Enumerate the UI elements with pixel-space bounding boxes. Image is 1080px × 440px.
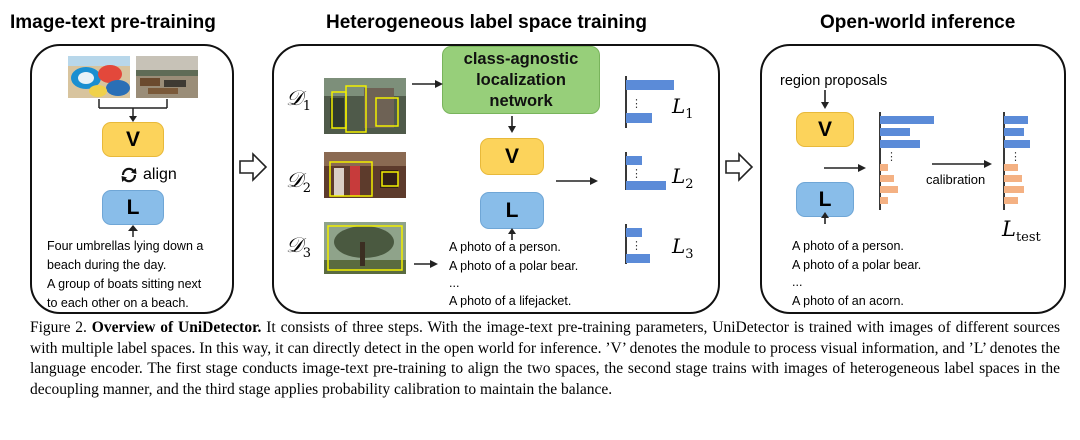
figure-caption: Figure 2. Overview of UniDetector. It co… — [30, 318, 1060, 400]
cln-line-2: localization — [476, 70, 566, 89]
caption-line-3: A group of boats sitting next — [47, 277, 202, 291]
panel3-language-label: L — [818, 187, 832, 211]
stage-arrow-1 — [239, 152, 268, 182]
region-proposals-label: region proposals — [780, 73, 888, 89]
cln-line-3: network — [489, 91, 553, 110]
cln-line-1: class-agnostic — [463, 49, 579, 68]
svg-text:⋮: ⋮ — [631, 97, 642, 110]
dataset-3-label: 𝒟3 — [286, 233, 312, 262]
language-encoder-label: L — [126, 195, 140, 219]
panel2-language-encoder-box: L — [480, 192, 544, 229]
panel2-graphics: ⋮ ⋮ ⋮ — [412, 76, 674, 268]
panel3-frame — [760, 44, 1066, 314]
align-label: align — [143, 166, 177, 183]
panel3-language-encoder-box: L — [796, 182, 854, 217]
panel2-prompt-2: A photo of a polar bear. — [449, 259, 579, 273]
panel3-title: Open-world inference — [820, 12, 1016, 33]
svg-text:⋮: ⋮ — [631, 239, 642, 252]
dataset-3-photo — [324, 222, 406, 274]
dataset-2-label: 𝒟2 — [286, 168, 312, 197]
figure-label: Figure 2. — [30, 319, 87, 336]
panel1-frame — [30, 44, 234, 314]
loss-test-label: Ltest — [1002, 217, 1041, 246]
language-encoder-box: L — [102, 190, 164, 225]
localization-network-box: class-agnostic localization network — [442, 46, 600, 114]
panel3-prompt-1: A photo of a person. — [792, 239, 904, 253]
caption-line-1: Four umbrellas lying down a — [47, 239, 204, 253]
caption-line-2: beach during the day. — [47, 258, 167, 272]
panel1-title: Image-text pre-training — [10, 12, 216, 33]
panel1-connectors — [98, 99, 168, 122]
visual-module-box: V — [102, 122, 164, 157]
figure-caption-title: Overview of UniDetector. — [91, 319, 262, 336]
svg-text:⋮: ⋮ — [1010, 150, 1021, 163]
caption-line-4: to each other on a beach. — [47, 296, 189, 310]
panel2-visual-module-box: V — [480, 138, 544, 175]
panel2-prompt-1: A photo of a person. — [449, 240, 561, 254]
panel3-visual-label: V — [817, 117, 832, 141]
panel2-prompt-4: A photo of a lifejacket. — [449, 294, 572, 308]
panel2-language-label: L — [505, 198, 519, 222]
dataset-1-label: 𝒟1 — [286, 86, 312, 115]
stage-arrow-2 — [725, 152, 754, 182]
calibration-label: calibration — [926, 172, 986, 187]
svg-text:⋮: ⋮ — [631, 167, 642, 180]
dataset-1-photo — [324, 78, 406, 134]
panel3-graphics: ⋮ ⋮ — [821, 90, 1030, 224]
panel3-visual-module-box: V — [796, 112, 854, 147]
align-icon — [121, 167, 137, 183]
figure-caption-text: It consists of three steps. With the ima… — [30, 319, 1061, 398]
loss-2-label: L2 — [672, 164, 694, 192]
panel2-title: Heterogeneous label space training — [326, 12, 647, 33]
visual-module-label: V — [125, 127, 140, 151]
panel2-visual-label: V — [504, 144, 519, 168]
panel2-prompt-ellipsis: ... — [449, 276, 460, 290]
svg-text:⋮: ⋮ — [886, 150, 897, 163]
panel2-frame — [272, 44, 720, 314]
panel3-prompt-2: A photo of a polar bear. — [792, 258, 922, 272]
panel3-prompt-ellipsis: ... — [792, 275, 803, 289]
loss-3-label: L3 — [672, 234, 694, 262]
umbrella-photo — [68, 56, 130, 98]
boats-photo — [136, 56, 198, 98]
panel1-up-arrow — [128, 225, 138, 237]
dataset-2-photo — [324, 152, 406, 198]
panel3-prompt-4: A photo of an acorn. — [792, 294, 904, 308]
loss-1-label: L1 — [672, 94, 694, 122]
